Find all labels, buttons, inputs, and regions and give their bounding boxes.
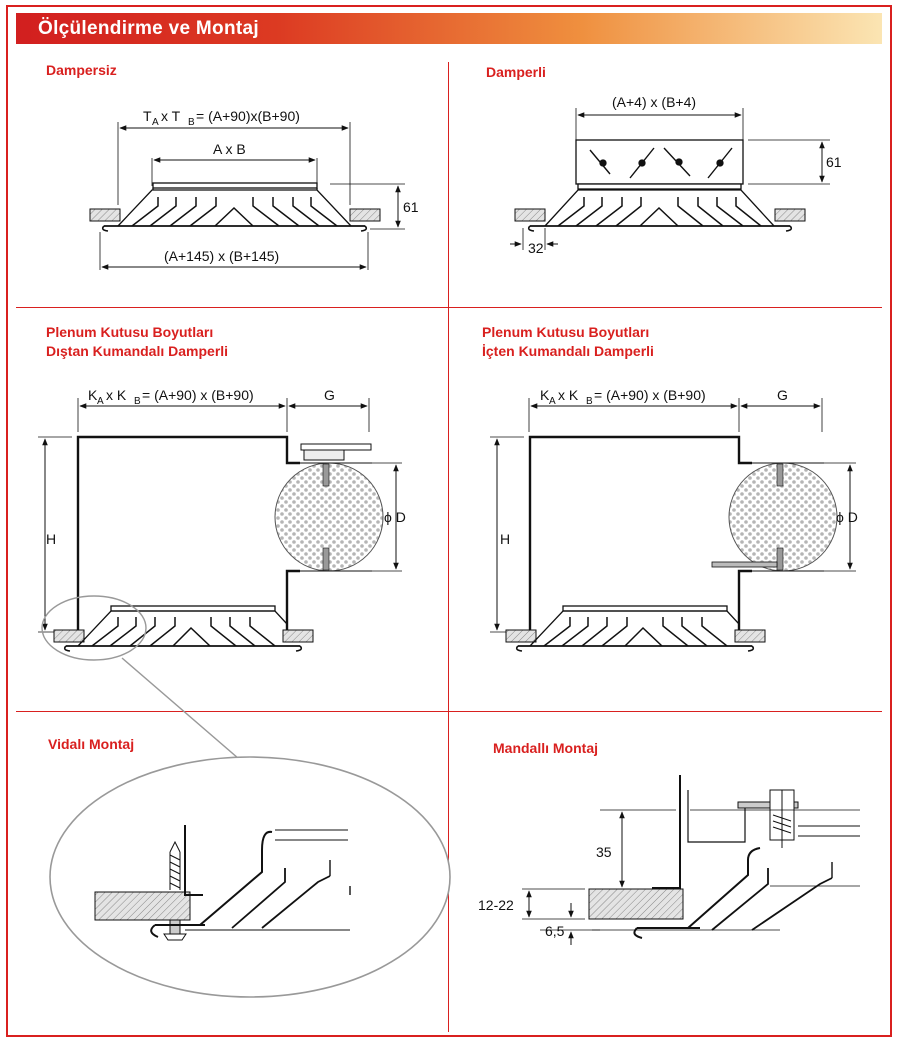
section-title-line-1: Plenum Kutusu Boyutları [46,324,214,340]
divider-row-2 [16,711,882,712]
dim-label: x K [558,387,579,403]
diagram-vidali-montaj [49,756,451,998]
page-header: Ölçülendirme ve Montaj [16,13,882,44]
dim-label: x K [106,387,127,403]
section-title-line-2: Dıştan Kumandalı Damperli [46,343,229,359]
dim-label: K [88,387,98,403]
section-title-plenum-icten: Plenum Kutusu Boyutları İçten Kumandalı … [482,323,654,361]
dim-dampersiz-61: 61 [403,199,419,215]
divider-row-1 [16,307,882,308]
dim-dampersiz-axb: A x B [213,141,246,157]
diagram-dampersiz [89,122,405,270]
dim-label: x T [161,108,181,124]
diagram-plenum-distan [38,398,402,791]
dim-mandalli-35: 35 [596,844,612,860]
dim-label: = (A+90) x (B+90) [594,387,706,403]
section-title-damperli: Damperli [486,64,546,80]
section-title-line-2: İçten Kumandalı Damperli [482,343,654,359]
diagram-damperli [510,108,830,250]
dim-subscript: B [134,396,141,407]
page-title: Ölçülendirme ve Montaj [38,18,259,39]
dim-plenum-icten-top: K A x K B = (A+90) x (B+90) [540,387,706,407]
dim-plenum-distan-d: ϕ D [384,509,406,525]
dim-plenum-icten-g: G [777,387,788,403]
dim-damperli-32: 32 [528,240,544,256]
dim-plenum-distan-h: H [46,531,56,547]
dim-plenum-distan-g: G [324,387,335,403]
section-title-dampersiz: Dampersiz [46,62,117,78]
section-title-line-1: Plenum Kutusu Boyutları [482,324,650,340]
dim-subscript: A [152,117,159,128]
dim-label: = (A+90)x(B+90) [196,108,300,124]
dim-subscript: A [549,396,556,407]
screw-icon [163,840,187,941]
dim-damperli-top: (A+4) x (B+4) [612,94,696,110]
dim-subscript: B [188,117,195,128]
page-frame [6,5,892,1037]
diagram-mandalli-montaj [522,775,860,945]
dim-mandalli-6-5: 6,5 [545,923,565,939]
dim-dampersiz-bottom: (A+145) x (B+145) [164,248,279,264]
dim-dampersiz-top: T A x T B = (A+90)x(B+90) [143,108,300,128]
dim-label: K [540,387,550,403]
section-title-plenum-distan: Plenum Kutusu Boyutları Dıştan Kumandalı… [46,323,228,361]
dim-plenum-distan-top: K A x K B = (A+90) x (B+90) [88,387,254,407]
divider-column [448,62,449,1032]
dim-plenum-icten-h: H [500,531,510,547]
dim-subscript: B [586,396,593,407]
diagram-plenum-icten [490,398,856,652]
dim-mandalli-12-22: 12-22 [478,897,514,913]
section-title-vidali: Vidalı Montaj [48,736,135,752]
dim-label: = (A+90) x (B+90) [142,387,254,403]
dim-label: T [143,108,152,124]
dim-damperli-61: 61 [826,154,842,170]
dim-subscript: A [97,396,104,407]
section-title-mandalli: Mandallı Montaj [493,740,598,756]
dim-plenum-icten-d: ϕ D [836,509,858,525]
